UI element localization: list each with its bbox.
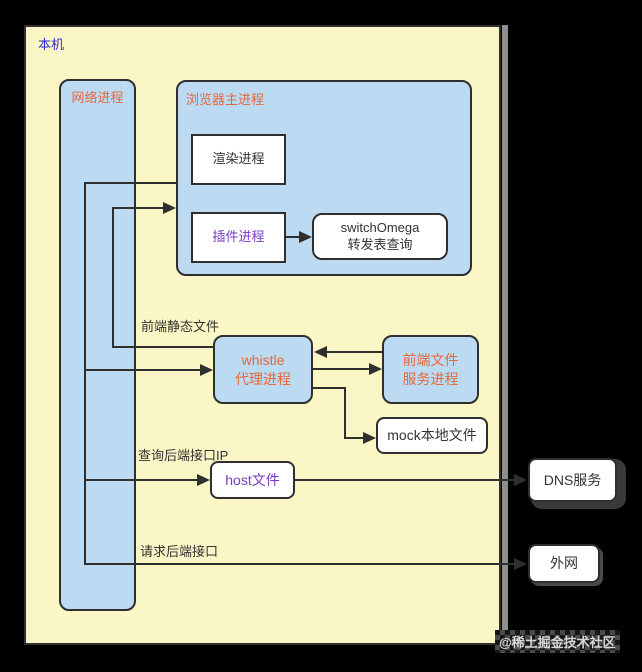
arrowhead-into-mock — [363, 432, 376, 444]
arrowhead-into-switchomega — [299, 231, 312, 243]
node-network-process: 网络进程 — [59, 79, 136, 611]
local-machine-label: 本机 — [38, 37, 65, 52]
node-plugin-process: 插件进程 — [191, 212, 286, 263]
node-dns-service: DNS服务 — [528, 458, 617, 502]
arrowhead-into-browser — [163, 202, 176, 214]
node-host-file: host文件 — [210, 461, 295, 499]
render-process-label: 渲染进程 — [212, 151, 265, 167]
edge-whistle-to-mock-seg3 — [344, 437, 365, 439]
arrowhead-into-fileserver — [369, 363, 382, 375]
dns-service-label: DNS服务 — [543, 471, 602, 488]
whistle-proxy-label-line1: whistle — [241, 352, 285, 369]
arrowhead-into-whistle — [200, 364, 213, 376]
host-file-label: host文件 — [225, 471, 280, 488]
edge-network-to-external-line — [84, 563, 515, 565]
edge-network-to-host-line — [84, 479, 198, 481]
edge-whistle-to-mock-seg2 — [344, 387, 346, 439]
browser-main-process-label: 浏览器主进程 — [186, 92, 265, 107]
node-frontend-file-server: 前端文件 服务进程 — [382, 335, 479, 404]
arrowhead-into-host — [197, 474, 210, 486]
node-render-process: 渲染进程 — [191, 134, 286, 185]
edge-to-plugin-line — [112, 207, 164, 209]
network-process-label: 网络进程 — [71, 90, 124, 105]
edge-host-to-dns-line — [295, 479, 515, 481]
edge-network-to-whistle-line — [84, 369, 201, 371]
whistle-proxy-label-line2: 代理进程 — [235, 370, 291, 387]
edge-browser-to-network-line — [84, 182, 176, 184]
arrowhead-back-into-whistle — [314, 346, 327, 358]
edge-label-frontend-static-files: 前端静态文件 — [141, 319, 220, 334]
edge-network-trunk-line — [84, 182, 86, 565]
node-mock-local-file: mock本地文件 — [376, 417, 488, 454]
arrowhead-into-dns — [514, 474, 527, 486]
edge-fileserver-to-whistle-line — [327, 351, 382, 353]
edge-label-request-backend-api: 请求后端接口 — [140, 544, 219, 559]
switch-omega-label-line1: switchOmega — [340, 219, 420, 235]
external-network-label: 外网 — [550, 555, 578, 572]
edge-whistle-to-network-line — [112, 346, 213, 348]
switch-omega-label-line2: 转发表查询 — [347, 236, 413, 252]
frontend-file-server-label-line2: 服务进程 — [402, 370, 459, 387]
edge-whistle-return-trunk-line — [112, 207, 114, 348]
node-switch-omega: switchOmega 转发表查询 — [312, 213, 448, 260]
juejin-watermark: @稀土掘金技术社区 — [495, 630, 620, 653]
arrowhead-into-external — [514, 558, 527, 570]
gray-edge-bar — [502, 25, 508, 647]
mock-local-file-label: mock本地文件 — [387, 427, 477, 444]
node-external-network: 外网 — [528, 544, 600, 583]
frontend-file-server-label-line1: 前端文件 — [402, 352, 459, 369]
edge-whistle-to-mock-seg1 — [313, 387, 346, 389]
node-whistle-proxy: whistle 代理进程 — [213, 335, 313, 404]
edge-plugin-to-switchomega-line — [286, 236, 300, 238]
edge-whistle-to-fileserver-line — [313, 368, 370, 370]
edge-label-query-backend-ip: 查询后端接口IP — [138, 448, 229, 463]
plugin-process-label: 插件进程 — [212, 229, 265, 245]
